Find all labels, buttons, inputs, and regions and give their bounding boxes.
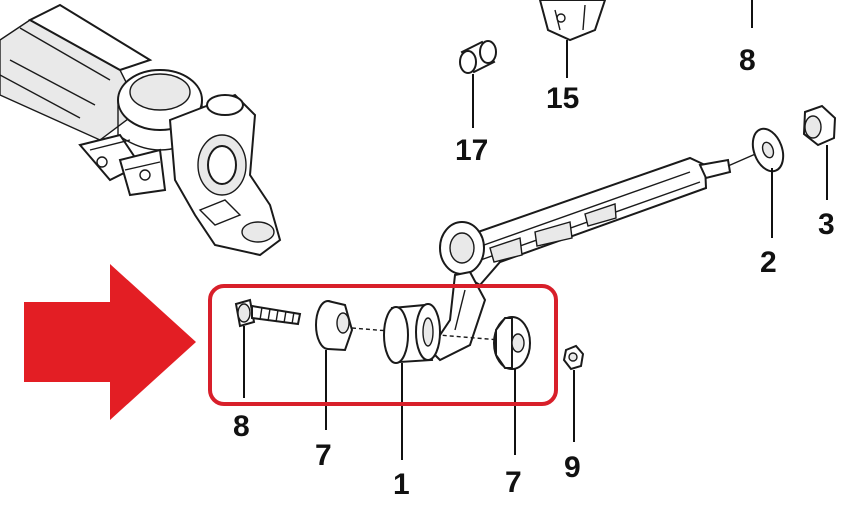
label-part-3: 3: [818, 208, 835, 241]
knuckle-assembly: [0, 3, 282, 257]
part-3-nut: [802, 104, 837, 200]
assembly-axis-line: [351, 327, 501, 341]
part-1-bushing: [383, 303, 441, 460]
label-part-1: 1: [393, 468, 410, 501]
part-8-bolt: [234, 298, 302, 398]
control-arm: [428, 151, 761, 362]
part-9-nut: [562, 344, 585, 442]
label-part-8-bolt: 8: [233, 410, 250, 443]
part-7-right-mount: [493, 316, 531, 455]
part-2-washer: [751, 127, 785, 238]
label-part-8-top: 8: [739, 44, 756, 77]
part-7-left-mount: [315, 300, 354, 430]
label-part-17: 17: [455, 134, 488, 167]
label-part-7-left: 7: [315, 439, 332, 472]
red-pointer-arrow: [24, 264, 196, 420]
label-part-9: 9: [564, 451, 581, 484]
part-15-bracket: [538, 0, 607, 78]
part-17-bushing: [459, 40, 497, 128]
highlight-box: [208, 284, 558, 406]
label-part-7-right: 7: [505, 466, 522, 499]
label-part-15: 15: [546, 82, 579, 115]
label-part-2: 2: [760, 246, 777, 279]
